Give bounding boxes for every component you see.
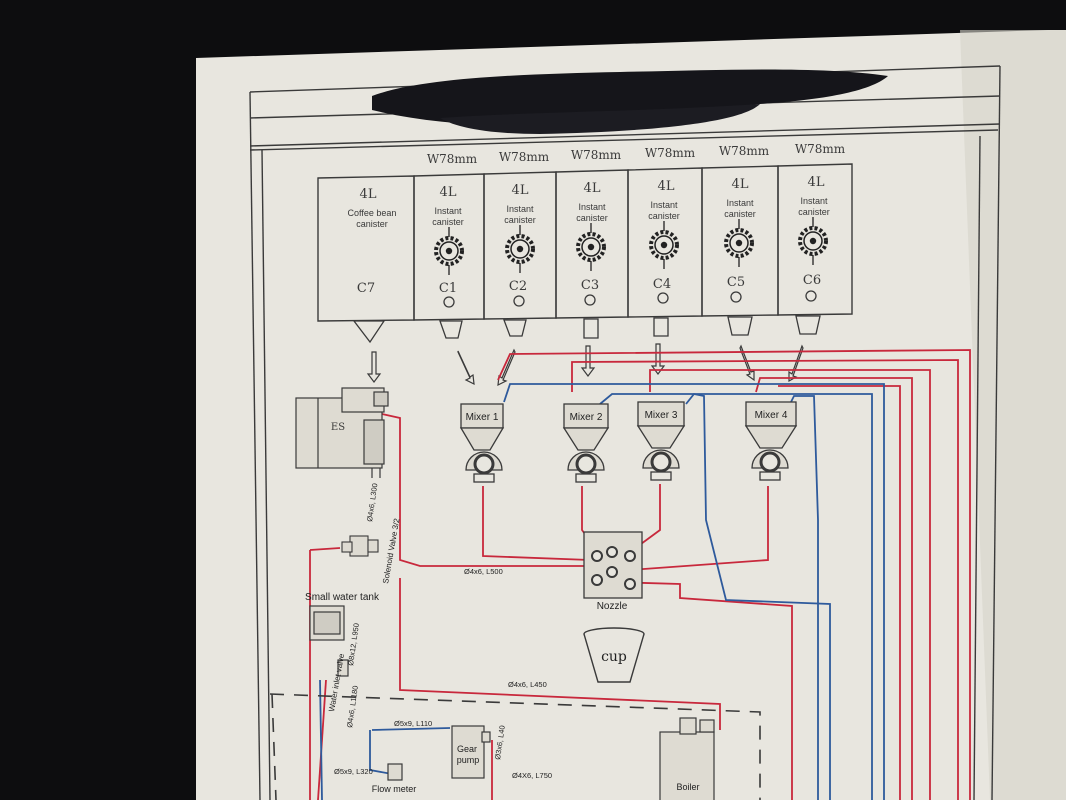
mixer-4 — [744, 401, 798, 481]
gear-icon — [724, 219, 754, 267]
flow-meter-label: Flow meter — [372, 784, 417, 794]
mixer-4-label: Mixer 4 — [755, 410, 788, 421]
drawing-frame — [249, 65, 1001, 800]
canister-widths: W78mm W78mm W78mm W78mm W78mm W78mm — [427, 142, 846, 166]
width-label-c3: W78mm — [571, 148, 622, 162]
gear-icon — [649, 221, 679, 269]
gear-pump-label-1: Gear — [457, 744, 477, 754]
pipe-label-p5: Ø5x9, L320 — [334, 767, 373, 776]
width-label-c4: W78mm — [645, 146, 696, 160]
mixer-2-label: Mixer 2 — [570, 412, 603, 423]
code-c6: C6 — [803, 273, 821, 288]
cold-water-lines — [319, 383, 885, 800]
capacity-c3: 4L — [584, 181, 601, 196]
motor-circles — [443, 290, 817, 308]
capacity-c4: 4L — [658, 179, 675, 194]
solenoid-valve — [341, 535, 379, 557]
pipe-label-p3: Ø4x6, L450 — [508, 680, 547, 689]
code-c4: C4 — [653, 277, 671, 292]
gear-icon — [798, 217, 828, 265]
mixer-2 — [562, 403, 610, 483]
flow-meter — [387, 763, 403, 781]
code-c2: C2 — [509, 279, 527, 294]
mixer-3 — [636, 401, 686, 481]
dashed-enclosure — [269, 693, 761, 800]
code-c3: C3 — [581, 278, 599, 293]
canister-row — [317, 163, 853, 322]
boiler-label: Boiler — [676, 782, 699, 792]
es-label: ES — [331, 422, 345, 433]
boiler-tank — [659, 717, 715, 800]
width-label-c1: W78mm — [427, 152, 478, 166]
gear-icon — [505, 225, 535, 273]
mixer-1 — [459, 403, 505, 483]
pipe-label-p6: Ø4X6, L750 — [512, 771, 552, 780]
cup-shape — [583, 627, 645, 683]
code-c5: C5 — [727, 275, 745, 290]
pipe-label-p2: Ø4x6, L500 — [464, 567, 503, 576]
nozzle-label: Nozzle — [597, 601, 628, 612]
small-tank-label: Small water tank — [305, 592, 380, 603]
capacity-c6: 4L — [808, 175, 825, 190]
canister-outlets — [352, 315, 821, 344]
nozzle-block — [583, 531, 643, 599]
capacity-c5: 4L — [732, 177, 749, 192]
gear-icon — [576, 223, 606, 271]
capacity-c1: 4L — [440, 185, 457, 200]
canister-c6 — [777, 163, 853, 316]
gear-pump — [451, 725, 491, 779]
espresso-unit — [295, 387, 389, 478]
hot-water-lines — [309, 349, 971, 800]
mixer-labels: Mixer 1 Mixer 2 Mixer 3 Mixer 4 — [466, 410, 788, 423]
cup-label: cup — [601, 649, 627, 665]
width-label-c6: W78mm — [795, 142, 846, 156]
small-water-tank — [309, 605, 349, 677]
width-label-c5: W78mm — [719, 144, 770, 158]
width-label-c2: W78mm — [499, 150, 550, 164]
mixer-3-label: Mixer 3 — [645, 410, 678, 421]
code-c7: C7 — [357, 281, 375, 296]
auger-gears — [434, 217, 828, 275]
paper-shadow — [960, 30, 1066, 800]
capacity-c7: 4L — [360, 187, 377, 202]
code-c1: C1 — [439, 281, 457, 296]
redacted-title — [372, 69, 888, 134]
mixers — [459, 401, 798, 483]
gear-pump-label-2: pump — [457, 755, 480, 765]
gear-icon — [434, 227, 464, 275]
pipe-label-p4: Ø5x9, L110 — [394, 719, 432, 728]
capacity-c2: 4L — [512, 183, 529, 198]
mixer-1-label: Mixer 1 — [466, 412, 499, 423]
